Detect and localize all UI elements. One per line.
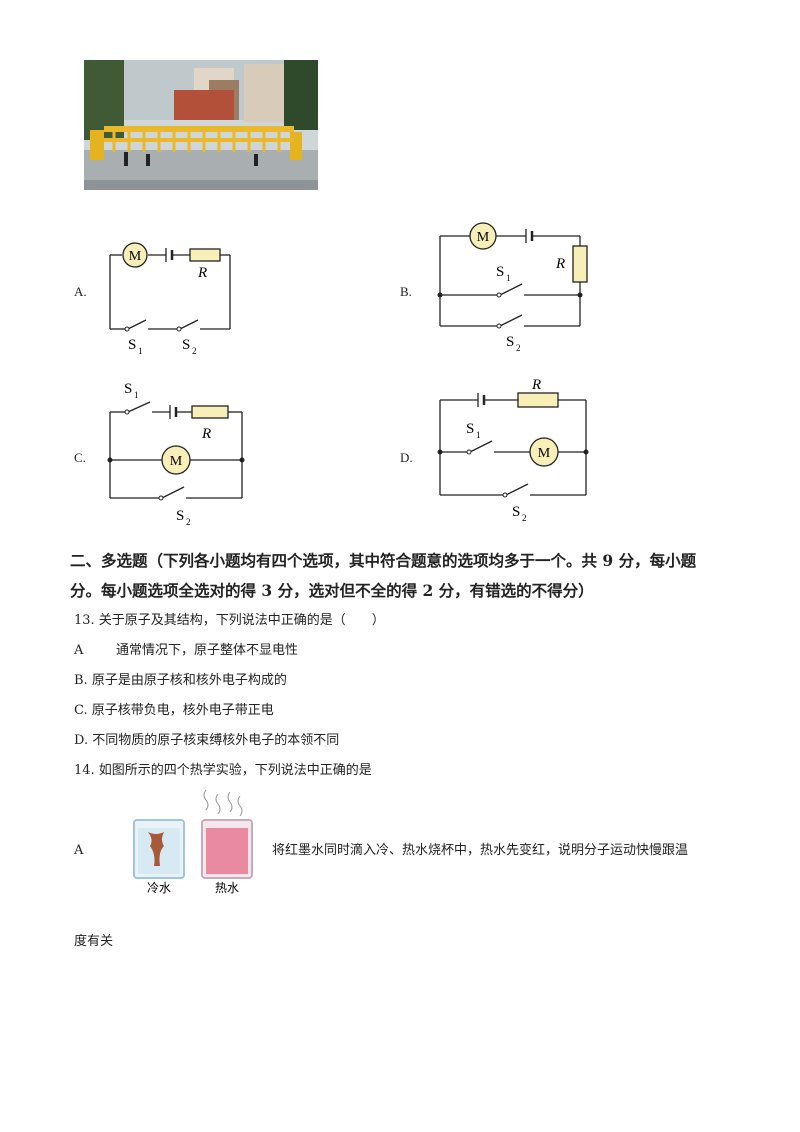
s2-sub: 2 <box>192 346 197 356</box>
s2-sub: 2 <box>522 513 527 523</box>
resistor-label: R <box>201 426 211 442</box>
s1-sub: 1 <box>506 273 511 283</box>
resistor-label: R <box>555 256 565 272</box>
s2-label: S <box>506 334 514 350</box>
beaker-experiment-figure: 冷水 热水 <box>126 788 256 896</box>
option-a-label: A. <box>74 284 87 299</box>
s1-sub: 1 <box>476 430 481 440</box>
q14-option-a-continued: 度有关 <box>74 934 114 949</box>
motor-label: M <box>477 230 490 245</box>
circuit-c: M R S 1 S 2 <box>100 375 260 534</box>
motor-label: M <box>170 454 183 469</box>
resistor-label: R <box>531 377 541 393</box>
resistor-label: R <box>197 265 207 281</box>
option-d-label: D. <box>400 450 413 465</box>
s1-label: S <box>496 264 504 280</box>
parking-gate-photo <box>84 60 318 190</box>
s1-label: S <box>466 421 474 437</box>
motor-label: M <box>538 446 551 461</box>
s1-sub: 1 <box>138 346 143 356</box>
q14-option-a-text: 将红墨水同时滴入冷、热水烧杯中，热水先变红，说明分子运动快慢跟温 <box>272 843 689 858</box>
option-c-label: C. <box>74 450 86 465</box>
s1-label: S <box>124 381 132 397</box>
s2-label: S <box>182 337 190 353</box>
motor-label: M <box>129 249 142 264</box>
q14-option-a-label: A <box>74 843 84 858</box>
circuit-d: M R S 1 S 2 <box>430 370 600 534</box>
section-heading-line2: 分。每小题选项全选对的得 3 分，选对但不全的得 2 分，有错选的不得分） <box>70 581 594 600</box>
option-b-label: B. <box>400 284 412 299</box>
s1-sub: 1 <box>134 390 139 400</box>
circuit-a: M R S 1 S 2 <box>100 235 240 364</box>
q13-stem: 13. 关于原子及其结构，下列说法中正确的是（ ） <box>74 613 385 628</box>
q13-option-b: B. 原子是由原子核和核外电子构成的 <box>74 673 287 688</box>
hot-water-label: 热水 <box>215 881 239 895</box>
q13-option-d: D. 不同物质的原子核束缚核外电子的本领不同 <box>74 733 340 748</box>
cold-water-label: 冷水 <box>147 881 171 895</box>
q13-option-a-label: A <box>74 643 84 658</box>
q13-option-c: C. 原子核带负电，核外电子带正电 <box>74 703 274 718</box>
q14-stem: 14. 如图所示的四个热学实验，下列说法中正确的是 <box>74 763 372 778</box>
s2-label: S <box>512 504 520 520</box>
s2-sub: 2 <box>516 343 521 353</box>
circuit-b: M R S 1 S 2 <box>430 218 600 362</box>
s2-label: S <box>176 508 184 524</box>
s1-label: S <box>128 337 136 353</box>
steam-icon <box>203 789 243 817</box>
s2-sub: 2 <box>186 517 191 527</box>
section-heading-line1: 二、多选题（下列各小题均有四个选项，其中符合题意的选项均多于一个。共 9 分，每… <box>70 551 697 570</box>
q13-option-a-text: 通常情况下，原子整体不显电性 <box>116 643 299 658</box>
